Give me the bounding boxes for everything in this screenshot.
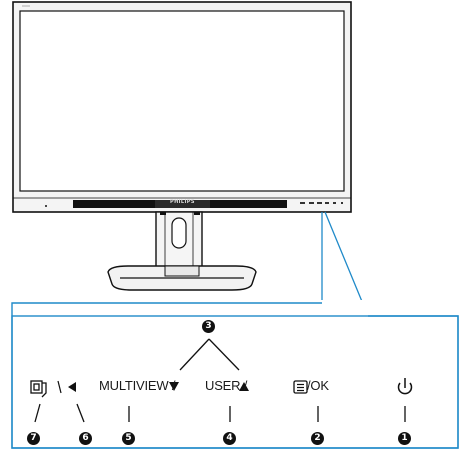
monitor-screen xyxy=(19,10,345,192)
front-button-strip xyxy=(300,202,343,204)
input-icon xyxy=(30,380,47,398)
callout-3: 3 xyxy=(202,320,215,333)
monitor-stand xyxy=(107,211,257,291)
power-icon xyxy=(397,378,413,395)
callout-6: 6 xyxy=(79,432,92,445)
ok-label: /OK xyxy=(307,378,329,393)
callout-4: 4 xyxy=(223,432,236,445)
back-arrow-icon xyxy=(68,382,76,392)
multiview-label: MULTIVIEW / xyxy=(99,378,176,393)
power-led xyxy=(45,205,47,207)
down-arrow-icon xyxy=(169,382,179,391)
menu-icon xyxy=(293,380,308,394)
callout-leaders xyxy=(321,211,363,300)
callout-1: 1 xyxy=(398,432,411,445)
user-label: USER / xyxy=(205,378,248,393)
up-arrow-icon xyxy=(239,382,249,391)
callout-5: 5 xyxy=(122,432,135,445)
callout-2: 2 xyxy=(311,432,324,445)
brand-logo: PHILIPS xyxy=(170,199,195,205)
callout-7: 7 xyxy=(27,432,40,445)
monitor-illustration xyxy=(12,1,363,300)
